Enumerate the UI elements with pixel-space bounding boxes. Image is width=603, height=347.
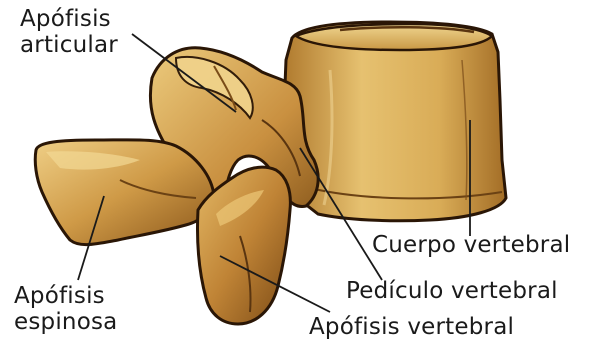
label-spinous-process: Apófisis espinosa <box>14 283 117 335</box>
label-articular-line1: Apófisis <box>20 6 118 32</box>
label-spinous-line1: Apófisis <box>14 283 117 309</box>
label-articular-line2: articular <box>20 32 118 58</box>
label-vertebral-body: Cuerpo vertebral <box>372 232 570 258</box>
spinous-process-shape <box>35 140 214 245</box>
label-spinous-line2: espinosa <box>14 309 117 335</box>
label-pedicle: Pedículo vertebral <box>346 278 558 304</box>
label-vertebral-process: Apófisis vertebral <box>309 314 514 340</box>
label-articular-process: Apófisis articular <box>20 6 118 58</box>
